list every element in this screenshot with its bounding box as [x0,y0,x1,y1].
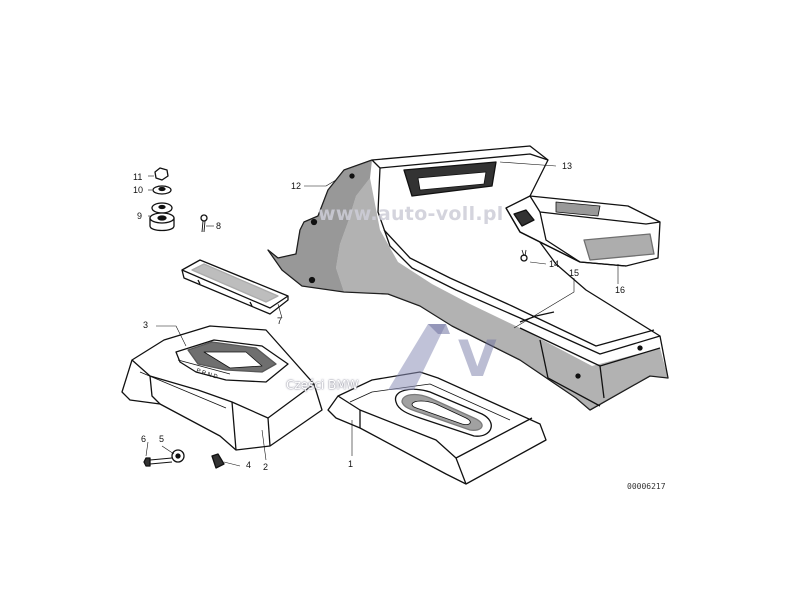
callout-1: 1 [348,459,354,469]
bolt-6 [143,457,173,467]
callout-12: 12 [291,181,302,191]
callout-8: 8 [216,221,222,231]
nut-washer-stack [149,167,175,232]
cover-plate [181,259,289,315]
washer-5 [171,449,185,463]
callout-14: 14 [549,259,560,269]
catalog-number: 00006217 [627,482,666,491]
callout-7: 7 [277,316,283,326]
callout-6: 6 [141,434,147,444]
callout-11: 11 [133,172,143,182]
watermark-subtitle: Części BMW [286,378,359,392]
callout-9: 9 [137,211,143,221]
shift-cover-trim: P R N D [121,325,323,451]
callout-3: 3 [143,320,149,330]
ashtray-insert [505,195,661,267]
callout-5: 5 [159,434,165,444]
screw-8 [200,214,208,233]
callout-15: 15 [569,268,580,278]
watermark-url: www.auto-voll.pl [318,203,504,225]
callout-4: 4 [246,460,252,470]
callout-2: 2 [263,462,269,472]
center-console-body [267,145,669,411]
shifter-base-frame [327,371,547,485]
callout-13: 13 [562,161,573,171]
leader-lines [145,161,619,467]
callout-16: 16 [615,285,626,295]
svg-text:V: V [458,330,497,388]
screw-14 [520,249,528,262]
watermark-logo: V [388,324,497,390]
clip-4 [211,453,225,469]
callout-10: 10 [133,185,144,195]
